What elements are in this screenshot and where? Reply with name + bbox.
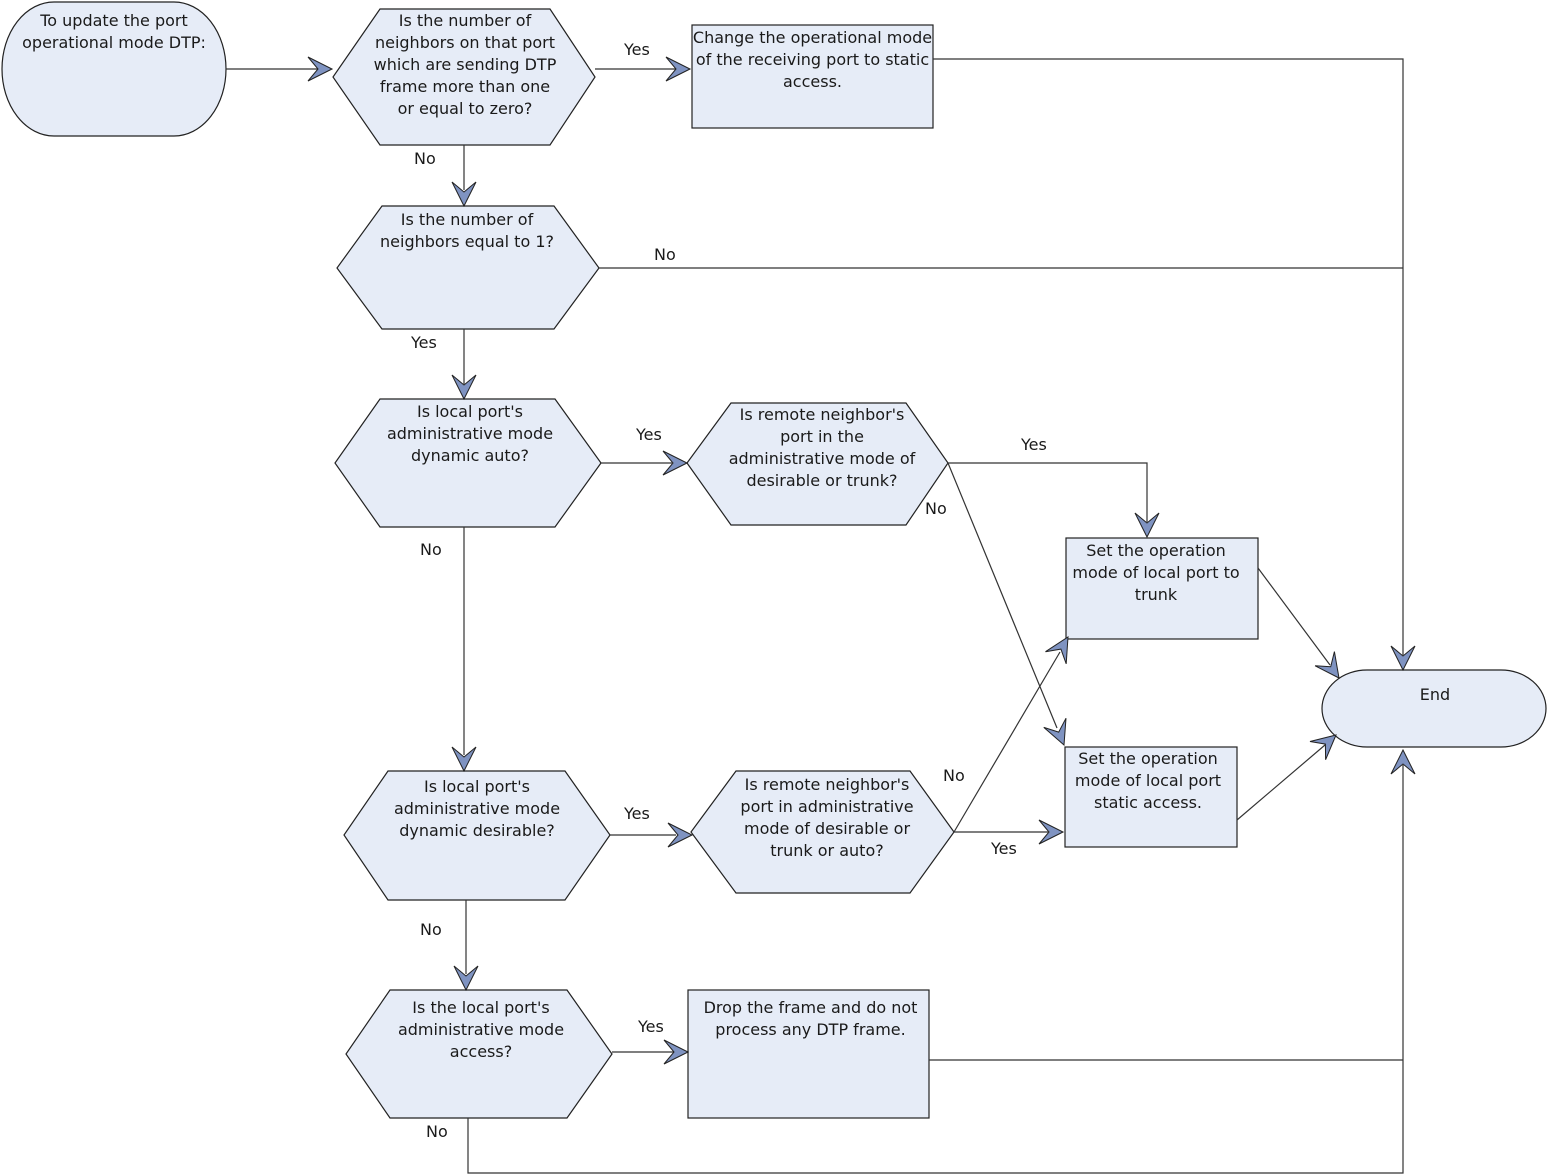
process-set-static-access-text: Set the operation mode of local port sta… — [1074, 749, 1222, 812]
edge-label-q2-yes: Yes — [411, 333, 437, 352]
edge-label-q5-yes: Yes — [624, 804, 650, 823]
decision-local-access-text: Is the local port's administrative mode … — [397, 998, 565, 1061]
edge-label-q5-no: No — [420, 920, 442, 939]
decision-neighbors-count-text: Is the number of neighbors on that port … — [373, 11, 557, 118]
process-drop-frame-text: Drop the frame and do not process any DT… — [703, 998, 918, 1039]
edge-label-q2-no: No — [654, 245, 676, 264]
decision-neighbors-one-text: Is the number of neighbors equal to 1? — [380, 210, 554, 251]
arrowhead-q6-yes — [1038, 819, 1065, 845]
flowchart-arrowheads — [307, 56, 1416, 1065]
decision-remote-desirable-trunk-text: Is remote neighbor's port in the adminis… — [728, 405, 916, 490]
flowchart-shapes — [1, 1, 1547, 1119]
process-static-access-receiving-text: Change the operational mode of the recei… — [692, 28, 933, 91]
edge-label-q7-yes: Yes — [638, 1017, 664, 1036]
arrowhead-static-access-to-end — [1390, 645, 1416, 672]
edge-label-q6-yes: Yes — [991, 839, 1017, 858]
decision-remote-desirable-trunk-auto-text: Is remote neighbor's port in administrat… — [740, 775, 914, 860]
process-set-trunk-text: Set the operation mode of local port to … — [1072, 541, 1240, 604]
connector-static-access-to-end — [933, 58, 1404, 655]
edge-label-q4-yes: Yes — [1021, 435, 1047, 454]
edge-label-q4-no: No — [925, 499, 947, 518]
arrowhead-q4-yes — [1134, 512, 1160, 539]
connector-q6-no — [953, 651, 1061, 833]
arrowhead-q4-no — [1043, 717, 1067, 747]
edge-label-q1-yes: Yes — [624, 40, 650, 59]
edge-label-q1-no: No — [414, 149, 436, 168]
arrowhead-q7-no-to-end — [1390, 748, 1416, 775]
process-set-static-access — [1064, 746, 1238, 848]
arrowhead-q6-no — [1045, 636, 1069, 664]
process-set-trunk — [1065, 537, 1259, 640]
decision-remote-desirable-trunk-auto — [690, 770, 955, 894]
start-text: To update the port operational mode DTP: — [22, 11, 206, 52]
arrowhead-trunk-to-end — [1314, 651, 1340, 679]
edge-label-q3-no: No — [420, 540, 442, 559]
connector-static-to-end — [1236, 744, 1326, 821]
arrowhead-q1-yes — [665, 56, 692, 82]
process-static-access-receiving — [691, 24, 934, 129]
arrowhead-q2-yes — [451, 374, 477, 401]
edge-label-q6-no: No — [943, 766, 965, 785]
connector-q7-no — [467, 765, 1404, 1174]
arrowhead-q5-yes — [667, 822, 694, 848]
edge-label-q7-no: No — [426, 1122, 448, 1141]
arrowhead-q7-yes — [663, 1039, 690, 1065]
connector-q4-yes — [948, 462, 1148, 522]
connector-q4-no — [947, 462, 1058, 729]
decision-local-access — [345, 989, 613, 1119]
decision-neighbors-count — [332, 8, 596, 146]
process-drop-frame — [687, 989, 930, 1119]
end-text: End — [1419, 685, 1451, 704]
flowchart-connectors — [226, 58, 1404, 1174]
arrowhead-q1-no — [451, 181, 477, 208]
arrowhead-start-to-q1 — [307, 56, 334, 82]
arrowhead-static-to-end — [1309, 734, 1337, 760]
decision-local-desirable — [343, 770, 611, 901]
arrowhead-q3-no — [451, 746, 477, 773]
decision-neighbors-one — [336, 205, 600, 330]
connector-trunk-to-end — [1257, 567, 1331, 666]
arrowhead-q3-yes — [662, 450, 689, 476]
decision-local-auto — [334, 398, 602, 528]
end-terminator — [1321, 669, 1547, 748]
decision-local-desirable-text: Is local port's administrative mode dyna… — [393, 777, 561, 840]
decision-local-auto-text: Is local port's administrative mode dyna… — [386, 402, 554, 465]
edge-label-q3-yes: Yes — [636, 425, 662, 444]
arrowhead-q5-no — [453, 965, 479, 992]
